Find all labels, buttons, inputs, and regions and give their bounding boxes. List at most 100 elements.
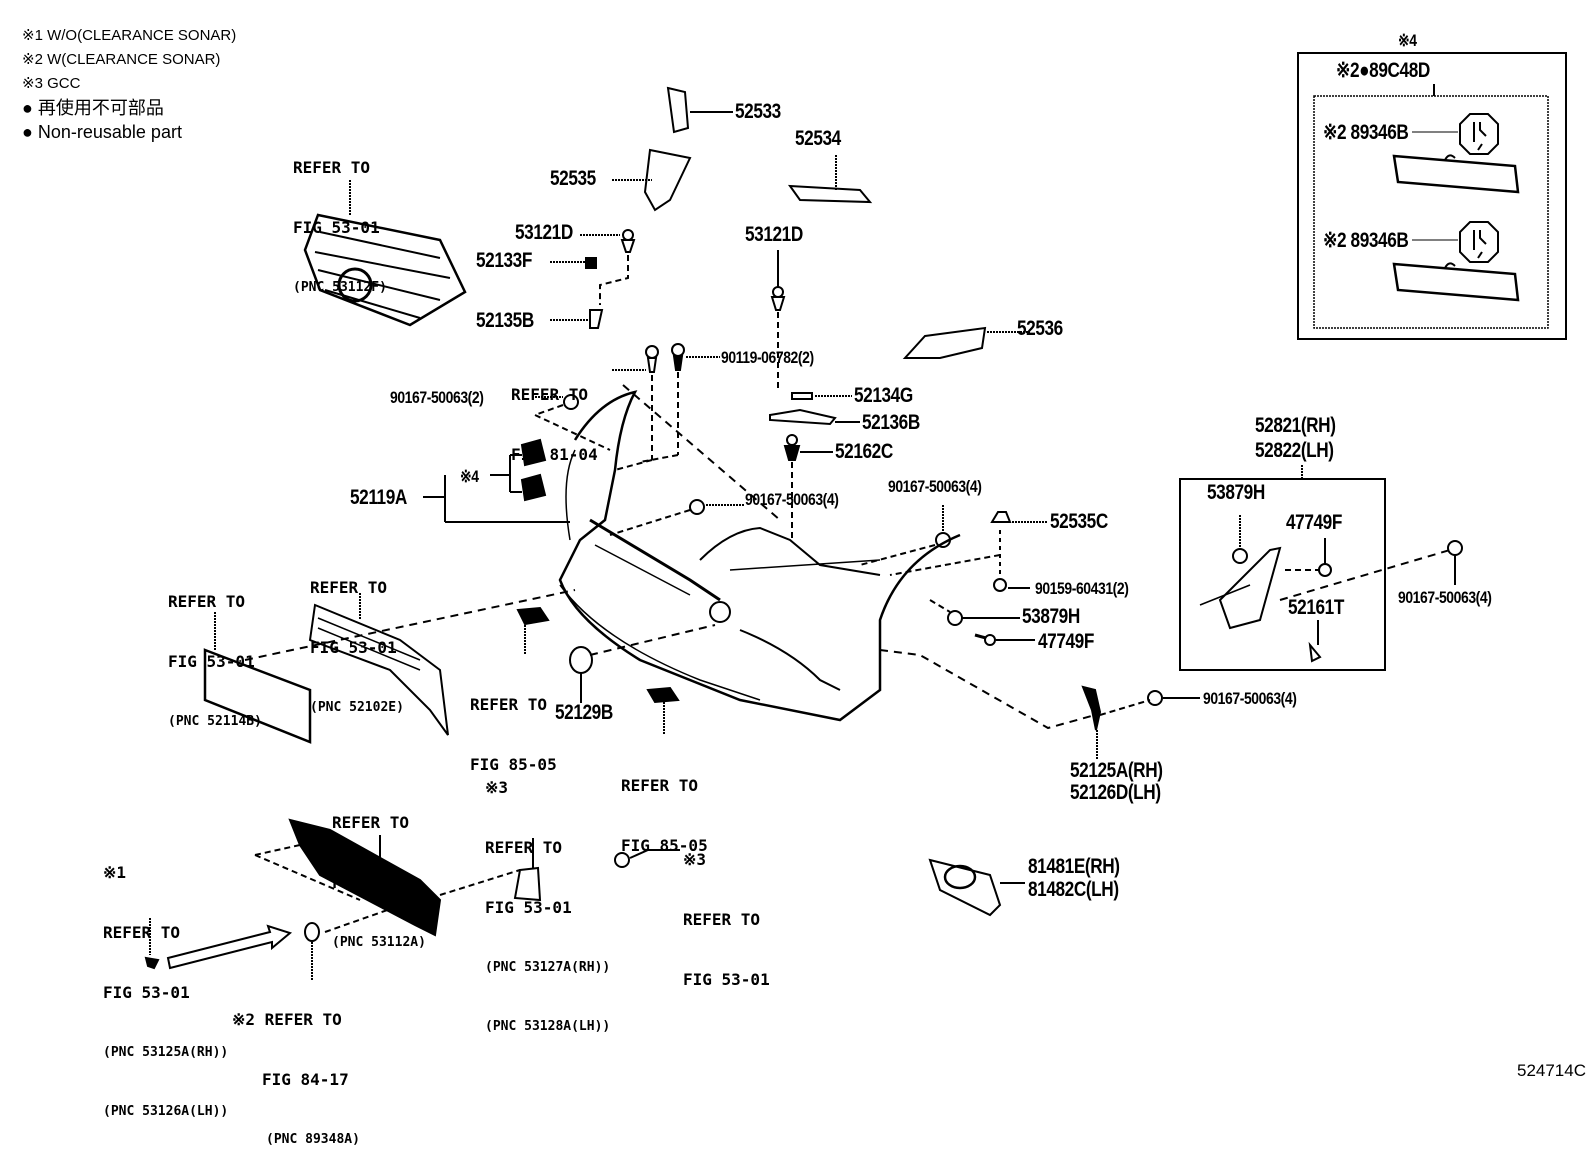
ref-line1: REFER TO — [511, 385, 589, 404]
part-52126D-label: 52126D(LH) — [1070, 781, 1161, 804]
clip-53121D-left-drawing — [580, 229, 636, 305]
legend-note-2: ※2 W(CLEARANCE SONAR) — [22, 51, 221, 68]
bracket-52535-drawing — [612, 148, 692, 212]
legend-note-1: ※1 W/O(CLEARANCE SONAR) — [22, 27, 237, 44]
part-52135B-label: 52135B — [476, 309, 534, 332]
ref-note: ※3 — [485, 778, 509, 797]
parts-diagram-drawing — [144, 52, 1567, 980]
screw-47749F-drawing — [974, 633, 1035, 646]
ref-pnc: (PNC 52114B) — [168, 714, 262, 729]
retainer-box — [1179, 465, 1463, 671]
ref-line1: REFER TO — [168, 592, 246, 611]
ref-fig-81-04[interactable]: REFER TO FIG 81-04 — [511, 345, 598, 485]
ref-line2: FIG 84-17 — [262, 1070, 349, 1089]
bracket-52536-drawing — [902, 326, 1030, 359]
ref-line1: REFER TO — [683, 910, 761, 929]
part-52534-label: 52534 — [795, 127, 841, 150]
bracket-52125A-drawing — [879, 649, 1200, 760]
ref-line1: REFER TO — [103, 923, 181, 942]
ref-sonar[interactable]: ※2 REFER TO FIG 84-17 (PNC 89348A) — [232, 970, 360, 1169]
part-52136B-label: 52136B — [862, 411, 920, 434]
ref-license-plate[interactable]: REFER TO FIG 53-01 (PNC 52114B) — [168, 552, 262, 751]
ref-note: ※3 — [683, 850, 707, 869]
ref-pnc-lh: (PNC 53128A(LH)) — [485, 1019, 611, 1034]
arrow-indicator — [166, 924, 293, 970]
part-52535-label: 52535 — [550, 167, 596, 190]
ref-line1: REFER TO — [310, 578, 388, 597]
ref-note: ※1 — [103, 863, 127, 882]
cover-plate-left-drawing — [516, 606, 550, 655]
ref-line2: FIG 53-01 — [293, 218, 380, 237]
retainer-52136B-drawing — [769, 408, 860, 426]
part-52161T-label: 52161T — [1288, 596, 1344, 619]
part-52162C-label: 52162C — [835, 440, 893, 463]
ref-line1: REFER TO — [470, 695, 548, 714]
foglamp-cover-drawing — [928, 858, 1025, 917]
inset-note-4: ※4 — [1398, 31, 1417, 50]
part-52125A-label: 52125A(RH) — [1070, 759, 1163, 782]
ref-pnc: (PNC 89348A) — [266, 1132, 360, 1147]
clip-gcc-drawing — [614, 849, 680, 868]
ref-line1: ※2 REFER TO — [232, 1010, 342, 1029]
ref-pnc: (PNC 52102E) — [310, 700, 404, 715]
ref-lower-grille[interactable]: REFER TO FIG 53-01 (PNC 53112A) — [332, 773, 426, 972]
ref-molding[interactable]: REFER TO FIG 53-01 (PNC 52102E) — [310, 538, 404, 737]
clip-52535C-drawing — [990, 511, 1048, 575]
nut-90167-4-top-drawing — [859, 505, 1001, 576]
ref-line2: FIG 53-01 — [332, 873, 419, 892]
ref-line1: REFER TO — [332, 813, 410, 832]
part-53879H-box-label: 53879H — [1207, 481, 1265, 504]
sonar-bezel-drawing — [304, 922, 320, 980]
clip-53121D-right-drawing — [770, 250, 786, 390]
sensor-89346B-top-label: ※2 89346B — [1323, 121, 1409, 144]
part-53879H-label: 53879H — [1022, 605, 1080, 628]
ref-pnc: (PNC 53112A) — [332, 935, 426, 950]
part-81482C-label: 81482C(LH) — [1028, 878, 1119, 901]
ref-wo-sonar[interactable]: ※1 REFER TO FIG 53-01 (PNC 53125A(RH)) (… — [103, 823, 228, 1141]
ref-gcc-clip[interactable]: ※3 REFER TO FIG 53-01 — [683, 810, 770, 1010]
part-53121D-left-label: 53121D — [515, 221, 573, 244]
screw-90159-drawing — [993, 578, 1030, 592]
clip-52133F-drawing — [550, 257, 597, 269]
legend-nonreusable-jp: ● 再使用不可部品 — [22, 98, 164, 118]
callout-52119A — [423, 438, 570, 523]
part-52536-label: 52536 — [1017, 317, 1063, 340]
clip-53879H-drawing — [929, 599, 1020, 626]
part-47749F-box-label: 47749F — [1286, 511, 1342, 534]
upper-grille-drawing — [303, 180, 467, 327]
legend-nonreusable-en: ● Non-reusable part — [22, 122, 182, 142]
ref-line2: FIG 53-01 — [103, 983, 190, 1002]
ref-pnc-rh: (PNC 53127A(RH)) — [485, 960, 611, 975]
part-90167-50063-4-right-label: 90167-50063(4) — [1398, 588, 1492, 607]
ref-grille-top[interactable]: REFER TO FIG 53-01 (PNC 53112F) — [293, 118, 387, 317]
part-52535C-label: 52535C — [1050, 510, 1108, 533]
sensor-icon-top — [1392, 113, 1520, 194]
part-53121D-right-label: 53121D — [745, 223, 803, 246]
part-52822-label: 52822(LH) — [1255, 439, 1334, 462]
license-plate-drawing — [203, 589, 576, 744]
part-52533-label: 52533 — [735, 100, 781, 123]
part-90167-50063-4-top-label: 90167-50063(4) — [888, 477, 982, 496]
part-52821-label: 52821(RH) — [1255, 414, 1336, 437]
ref-line2: FIG 53-01 — [310, 638, 397, 657]
ref-cover-gcc[interactable]: ※3 REFER TO FIG 53-01 (PNC 53127A(RH)) (… — [485, 738, 610, 1056]
ref-line2: FIG 85-05 — [470, 755, 557, 774]
part-52129B-label: 52129B — [555, 701, 613, 724]
guide-line — [622, 384, 781, 521]
clip-wo-sonar-drawing — [144, 918, 160, 970]
ref-line1: REFER TO — [621, 776, 699, 795]
cover-gcc-drawing — [513, 838, 542, 902]
ref-fig-85-05-right[interactable]: REFER TO FIG 85-05 — [621, 736, 708, 876]
ref-fig-85-05-left[interactable]: REFER TO FIG 85-05 — [470, 655, 557, 795]
screw-90119-drawing — [612, 343, 720, 471]
ref-line2: FIG 53-01 — [168, 652, 255, 671]
molding-drawing — [308, 593, 449, 736]
cap-52129B-drawing — [569, 624, 716, 703]
part-52133F-label: 52133F — [476, 249, 532, 272]
ref-line2: FIG 53-01 — [683, 970, 770, 989]
ref-line2: FIG 53-01 — [485, 898, 572, 917]
ref-line1: REFER TO — [485, 838, 563, 857]
part-90167-50063-2-label: 90167-50063(2) — [390, 388, 484, 407]
cover-plate-right-drawing — [646, 686, 680, 735]
part-90167-50063-4-lower-label: 90167-50063(4) — [1203, 689, 1297, 708]
